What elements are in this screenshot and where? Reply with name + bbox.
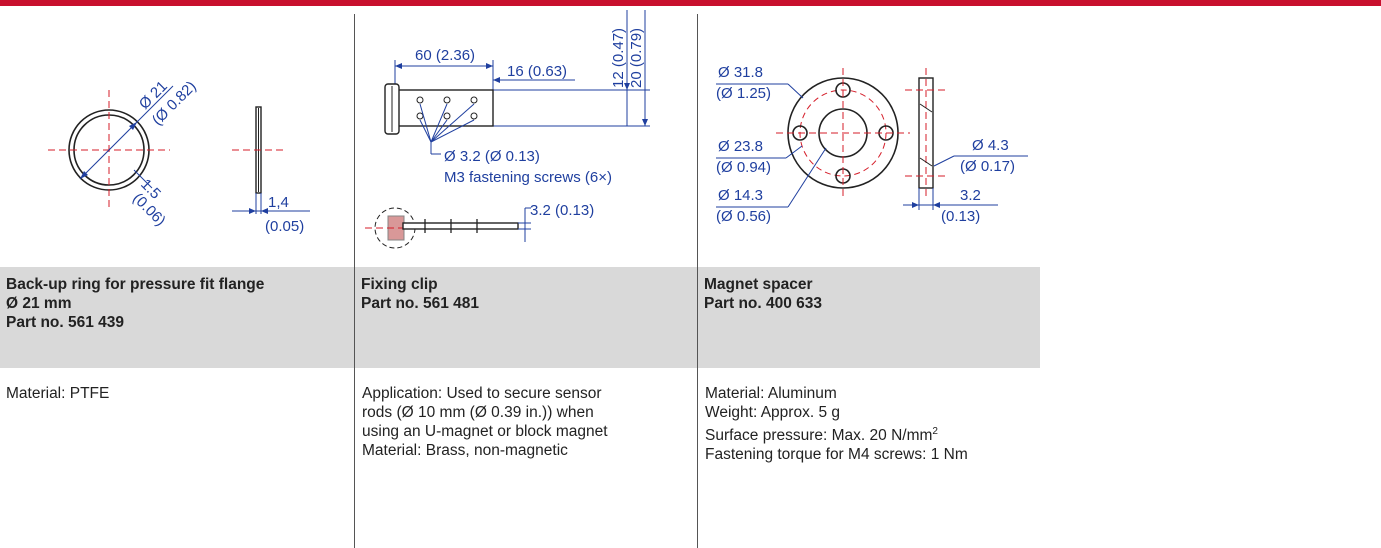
clip-thickness-label: 3.2 (0.13) bbox=[530, 202, 594, 219]
top-accent-bar bbox=[0, 0, 1381, 6]
superscript-2: 2 bbox=[932, 426, 938, 437]
backup-ring-title: Back-up ring for pressure fit flange bbox=[6, 276, 265, 293]
description-line: using an U-magnet or block magnet bbox=[362, 423, 608, 440]
description-line: Fastening torque for M4 screws: 1 Nm bbox=[705, 446, 968, 464]
magnet-spacer-header: Magnet spacer Part no. 400 633 bbox=[698, 267, 1040, 368]
magnet-spacer-part-no: Part no. 400 633 bbox=[704, 295, 823, 312]
clip-length-label: 60 (2.36) bbox=[415, 47, 475, 64]
description-line: Material: Aluminum bbox=[705, 385, 837, 402]
description-line: Surface pressure: Max. 20 N/mm2 bbox=[705, 422, 968, 445]
description-line: rods (Ø 10 mm (Ø 0.39 in.)) when bbox=[362, 404, 594, 421]
clip-offset-label: 16 (0.63) bbox=[507, 63, 567, 80]
backup-ring-header: Back-up ring for pressure fit flange Ø 2… bbox=[0, 267, 354, 368]
spacer-pitch-inch-label: (Ø 0.94) bbox=[716, 159, 771, 176]
fixing-clip-part-no: Part no. 561 481 bbox=[361, 295, 480, 312]
ring-width-label: 1,4 bbox=[268, 194, 289, 211]
backup-ring-part-no: Part no. 561 439 bbox=[6, 314, 125, 331]
ring-width-inch-label: (0.05) bbox=[265, 218, 304, 235]
magnet-spacer-title: Magnet spacer bbox=[704, 276, 813, 293]
description-line: Material: PTFE bbox=[6, 385, 110, 402]
backup-ring-drawing: Ø 21 (Ø 0.82) 1.5 (0.06) 1,4 (0.05) bbox=[48, 78, 310, 235]
spacer-hole-inch-label: (Ø 0.17) bbox=[960, 158, 1015, 175]
fixing-clip-description: Application: Used to secure sensor rods … bbox=[362, 384, 608, 460]
column-divider-1 bbox=[354, 14, 355, 548]
clip-hole-label: Ø 3.2 (Ø 0.13) bbox=[444, 148, 540, 165]
description-line: Application: Used to secure sensor bbox=[362, 385, 602, 402]
clip-height1-label: 12 (0.47) bbox=[610, 28, 627, 88]
spacer-inner-label: Ø 14.3 bbox=[718, 187, 763, 204]
clip-screws-label: M3 fastening screws (6×) bbox=[444, 169, 612, 186]
spacer-outer-inch-label: (Ø 1.25) bbox=[716, 85, 771, 102]
spacer-thick-inch-label: (0.13) bbox=[941, 208, 980, 225]
fixing-clip-header: Fixing clip Part no. 561 481 bbox=[355, 267, 697, 368]
clip-height2-label: 20 (0.79) bbox=[628, 28, 645, 88]
backup-ring-title-line2: Ø 21 mm bbox=[6, 295, 72, 312]
spacer-thick-label: 3.2 bbox=[960, 187, 981, 204]
description-line: Material: Brass, non-magnetic bbox=[362, 442, 568, 459]
magnet-spacer-description: Material: Aluminum Weight: Approx. 5 g S… bbox=[705, 384, 968, 464]
spacer-inner-inch-label: (Ø 0.56) bbox=[716, 208, 771, 225]
surface-pressure-text: Surface pressure: Max. 20 N/mm bbox=[705, 427, 933, 445]
backup-ring-description: Material: PTFE bbox=[6, 384, 109, 403]
description-line: Weight: Approx. 5 g bbox=[705, 404, 840, 421]
magnet-spacer-drawing: Ø 31.8 (Ø 1.25) Ø 23.8 (Ø 0.94) Ø 14.3 (… bbox=[716, 64, 1028, 225]
spacer-outer-label: Ø 31.8 bbox=[718, 64, 763, 81]
spacer-pitch-label: Ø 23.8 bbox=[718, 138, 763, 155]
fixing-clip-title: Fixing clip bbox=[361, 276, 438, 293]
fixing-clip-drawing: 60 (2.36) 16 (0.63) 12 (0.47) 20 (0.79) … bbox=[365, 10, 650, 249]
spacer-hole-label: Ø 4.3 bbox=[972, 137, 1009, 154]
column-divider-2 bbox=[697, 14, 698, 548]
